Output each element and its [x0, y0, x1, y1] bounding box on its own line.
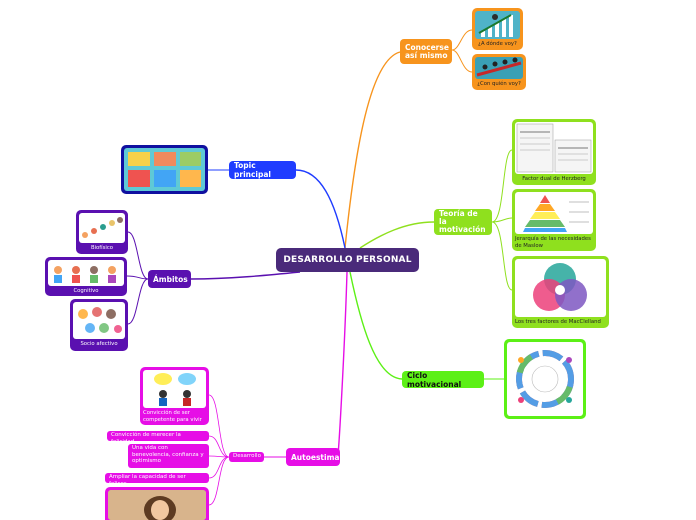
topic-ambitos[interactable]: Ámbitos [148, 270, 191, 288]
subtopic-ampliar-capacidad[interactable]: Ampliar la capacidad de ser felices [105, 473, 209, 487]
card-a-donde-voy[interactable]: ¿A dónde voy? [472, 8, 523, 50]
subtopic-desarrollo-label: Desarrollo [233, 453, 261, 459]
smiling-girl-icon [108, 490, 206, 520]
card-macclelland-caption: Los tres factores de MacClelland [515, 319, 601, 325]
venn-icon [515, 259, 606, 317]
card-biofisico[interactable]: Biofísico [76, 210, 128, 254]
card-socio-afectivo-caption: Socio afectivo [80, 341, 118, 347]
subtopic-ampliar-capacidad-label: Ampliar la capacidad de ser felices [109, 474, 186, 487]
herzberg-table-icon [515, 122, 593, 174]
card-macclelland[interactable]: Los tres factores de MacClelland [512, 256, 609, 328]
topic-ciclo-motivacional[interactable]: Ciclo motivacional [402, 370, 484, 389]
topic-principal-label: Topic principal [234, 161, 271, 179]
cycle-icon [507, 342, 583, 416]
runners-icon [475, 57, 523, 79]
card-con-quien-voy-caption: ¿Con quién voy? [477, 81, 521, 87]
card-cognitivo-caption: Cognitivo [73, 288, 99, 294]
subtopic-merecer-felicidad-label: Convicción de merecer la felicidad [111, 432, 181, 445]
root-node[interactable]: DESARROLLO PERSONAL [276, 248, 419, 272]
card-herzberg[interactable]: Factor dual de Herzberg [512, 119, 596, 185]
card-a-donde-voy-caption: ¿A dónde voy? [478, 41, 517, 47]
topic-teoria-motivacion-label: Teoría de la motivación [439, 209, 486, 234]
infographic-icon [124, 148, 205, 191]
card-maslow-caption: Jerarquía de las necesidades de Maslow [515, 236, 591, 249]
card-con-quien-voy[interactable]: ¿Con quién voy? [472, 54, 526, 90]
card-socio-afectivo[interactable]: Socio afectivo [70, 299, 128, 351]
card-topic-image[interactable] [121, 145, 208, 194]
topic-autoestima-label: Autoestima [291, 452, 340, 462]
kids-group-icon [73, 302, 125, 339]
children-reading-icon [48, 260, 124, 286]
card-ciclo-image[interactable] [504, 339, 586, 419]
subtopic-desarrollo[interactable]: Desarrollo [229, 452, 264, 462]
topic-teoria-motivacion[interactable]: Teoría de la motivación [434, 209, 492, 235]
card-conviccion-competente[interactable]: Convicción de ser competente para vivir [140, 367, 209, 425]
card-herzberg-caption: Factor dual de Herzberg [522, 176, 586, 182]
growth-stages-icon [79, 213, 125, 243]
topic-conocerse-label: Conocerse así mismo [405, 42, 449, 60]
topic-ambitos-label: Ámbitos [153, 274, 188, 284]
card-conviccion-competente-caption: Convicción de ser competente para vivir [143, 410, 202, 423]
card-biofisico-caption: Biofísico [90, 245, 114, 251]
topic-conocerse[interactable]: Conocerse así mismo [400, 39, 452, 64]
subtopic-vida-benevolencia-label: Una vida con benevolencia, confianza y o… [132, 445, 204, 464]
card-maslow[interactable]: Jerarquía de las necesidades de Maslow [512, 189, 596, 251]
card-cognitivo[interactable]: Cognitivo [45, 257, 127, 296]
growth-chart-icon [475, 11, 520, 39]
subtopic-merecer-felicidad[interactable]: Convicción de merecer la felicidad [107, 431, 209, 445]
people-thinking-icon [143, 370, 206, 408]
subtopic-vida-benevolencia[interactable]: Una vida con benevolencia, confianza y o… [128, 444, 209, 468]
pyramid-icon [515, 192, 593, 234]
card-girl-image[interactable] [105, 487, 209, 520]
topic-principal[interactable]: Topic principal [229, 161, 296, 179]
topic-autoestima[interactable]: Autoestima [286, 448, 340, 466]
topic-ciclo-motivacional-label: Ciclo motivacional [407, 370, 462, 389]
